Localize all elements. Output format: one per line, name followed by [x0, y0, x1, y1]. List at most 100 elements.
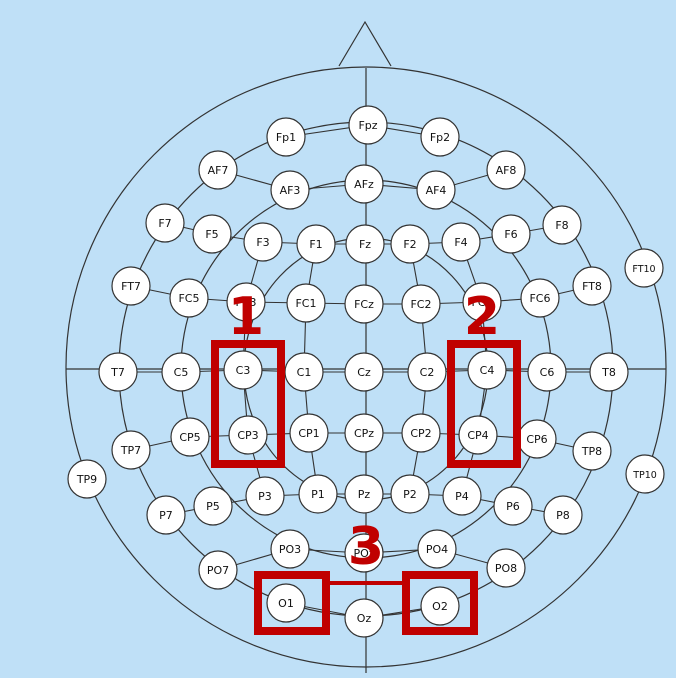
electrode-tp7: TP7: [111, 430, 151, 470]
electrode-f7: F7: [145, 203, 185, 243]
electrode-fpz: Fpz: [348, 105, 388, 145]
electrode-fc5: FC5: [169, 278, 209, 318]
electrode-fc1: FC1: [286, 283, 326, 323]
electrode-pz: Pz: [344, 474, 384, 514]
electrode-circle: [344, 352, 384, 392]
electrode-label: AF3: [280, 184, 301, 197]
electrode-circle: [401, 284, 441, 324]
electrode-circle: [243, 222, 283, 262]
electrode-c2: C2: [407, 352, 447, 392]
electrode-label: FC3: [235, 296, 256, 309]
electrode-p1: P1: [298, 474, 338, 514]
electrode-p8: P8: [543, 495, 583, 535]
electrode-afz: AFz: [344, 164, 384, 204]
electrode-label: C2: [420, 366, 435, 379]
electrode-circle: [442, 476, 482, 516]
electrode-po7: PO7: [198, 550, 238, 590]
electrode-label: F2: [403, 238, 416, 251]
electrode-label: C5: [174, 366, 189, 379]
electrode-f1: F1: [296, 224, 336, 264]
electrode-circle: [417, 529, 457, 569]
highlight-group-2: 2: [447, 287, 521, 468]
electrode-ft8: FT8: [572, 266, 612, 306]
electrode-label: O2: [432, 600, 448, 613]
electrode-circle: [98, 352, 138, 392]
highlight-box: [211, 340, 285, 468]
electrode-circle: [146, 495, 186, 535]
electrode-circle: [344, 284, 384, 324]
electrode-label: C3: [236, 364, 251, 377]
electrode-fc4: FC4: [462, 282, 502, 322]
electrode-label: CP1: [298, 427, 319, 440]
electrode-cp5: CP5: [170, 417, 210, 457]
electrode-fc2: FC2: [401, 284, 441, 324]
electrode-circle: [193, 486, 233, 526]
electrode-circle: [296, 224, 336, 264]
electrode-circle: [266, 583, 306, 623]
electrode-circle: [223, 350, 263, 390]
electrode-label: T8: [601, 366, 616, 379]
electrode-tp8: TP8: [572, 431, 612, 471]
electrode-fz: Fz: [345, 224, 385, 264]
electrode-circle: [266, 117, 306, 157]
electrode-label: FC1: [295, 297, 316, 310]
electrode-label: CP5: [179, 431, 200, 444]
electrode-circle: [198, 550, 238, 590]
electrode-tp10: TP10: [625, 454, 665, 494]
electrode-label: CPz: [354, 427, 374, 440]
electrode-cz: Cz: [344, 352, 384, 392]
highlight-group-3: 3: [254, 517, 478, 635]
electrode-circle: [401, 413, 441, 453]
electrode-circle: [289, 413, 329, 453]
electrode-label: FT10: [632, 264, 655, 275]
electrode-circle: [520, 278, 560, 318]
highlight-box-right: [402, 571, 478, 635]
electrode-circle: [298, 474, 338, 514]
highlight-group-1: 1: [211, 287, 285, 468]
highlight-number: 3: [348, 517, 384, 577]
electrode-circle: [344, 164, 384, 204]
electrode-label: Cz: [357, 366, 371, 379]
electrode-circle: [527, 352, 567, 392]
electrode-circle: [245, 476, 285, 516]
electrode-p7: P7: [146, 495, 186, 535]
electrode-label: P5: [206, 500, 220, 513]
electrode-p4: P4: [442, 476, 482, 516]
electrode-circle: [344, 533, 384, 573]
electrode-fc6: FC6: [520, 278, 560, 318]
electrode-label: POz: [353, 547, 374, 560]
electrode-label: FC6: [529, 292, 550, 305]
electrode-po3: PO3: [270, 529, 310, 569]
electrode-label: Fz: [359, 238, 371, 251]
electrode-f6: F6: [491, 214, 531, 254]
electrode-circle: [625, 454, 665, 494]
electrode-circle: [542, 205, 582, 245]
electrode-circle: [145, 203, 185, 243]
electrode-label: FT8: [582, 280, 602, 293]
electrode-label: FC5: [178, 292, 199, 305]
electrode-circle: [416, 170, 456, 210]
electrode-label: O1: [278, 597, 294, 610]
electrode-label: F5: [205, 228, 218, 241]
electrode-p5: P5: [193, 486, 233, 526]
electrode-f8: F8: [542, 205, 582, 245]
electrode-label: FT7: [121, 280, 141, 293]
electrode-label: F8: [555, 219, 568, 232]
electrode-label: Fpz: [358, 119, 377, 132]
electrode-label: T7: [110, 366, 125, 379]
electrode-label: CP4: [467, 429, 488, 442]
electrode-t7: T7: [98, 352, 138, 392]
electrode-af8: AF8: [486, 150, 526, 190]
electrode-label: TP8: [581, 445, 602, 458]
electrode-label: C6: [540, 366, 555, 379]
electrode-circle: [491, 214, 531, 254]
electrode-circle: [111, 266, 151, 306]
electrode-af3: AF3: [270, 170, 310, 210]
electrode-circle: [589, 352, 629, 392]
electrode-label: C1: [297, 366, 312, 379]
electrode-circle: [270, 529, 310, 569]
electrode-circle: [345, 224, 385, 264]
electrode-t8: T8: [589, 352, 629, 392]
electrode-o1: O1: [266, 583, 306, 623]
electrode-circle: [467, 350, 507, 390]
